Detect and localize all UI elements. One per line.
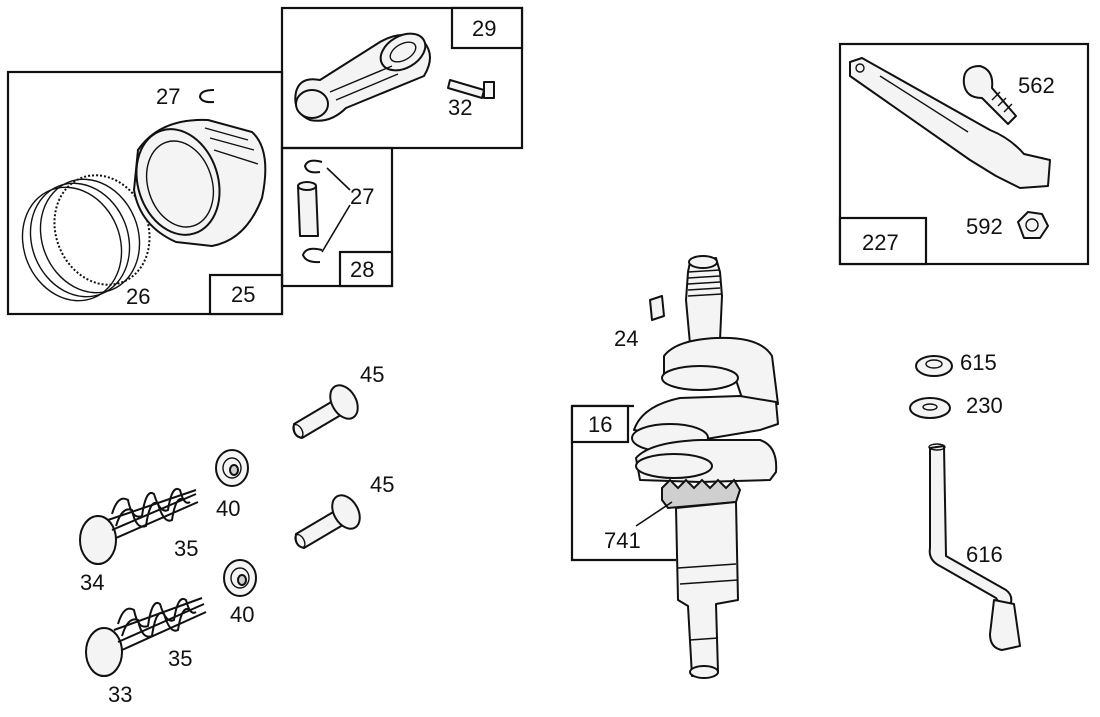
valve-34 bbox=[79, 493, 199, 565]
governor-bolt-562 bbox=[962, 65, 1017, 125]
callout-27-pin: 27 bbox=[350, 184, 374, 209]
callout-616: 616 bbox=[966, 542, 1003, 567]
callout-592: 592 bbox=[966, 214, 1003, 239]
callout-25: 25 bbox=[231, 282, 255, 307]
callout-45-upper: 45 bbox=[360, 362, 384, 387]
governor-arm-group-box: 227 bbox=[838, 42, 1090, 266]
callout-40-upper: 40 bbox=[216, 496, 240, 521]
valve-33 bbox=[85, 603, 207, 677]
callout-27-piston: 27 bbox=[156, 84, 180, 109]
callout-28: 28 bbox=[350, 257, 374, 282]
connecting-rod bbox=[294, 32, 431, 122]
crankshaft-group-box: 16 bbox=[570, 404, 676, 562]
governor-lever bbox=[849, 57, 1051, 189]
callout-741: 741 bbox=[604, 528, 641, 553]
piston-group-box: 25 bbox=[6, 70, 284, 316]
callout-33: 33 bbox=[108, 682, 132, 707]
callout-29: 29 bbox=[472, 16, 496, 41]
key-24 bbox=[649, 295, 665, 321]
leader-27-pin bbox=[321, 167, 351, 253]
pin-clip-bottom bbox=[301, 247, 323, 264]
piston-clip-27 bbox=[198, 89, 215, 104]
pin-clip-top bbox=[303, 159, 323, 174]
callout-34: 34 bbox=[80, 570, 104, 595]
callout-32: 32 bbox=[448, 95, 472, 120]
valve-spring-lower bbox=[113, 597, 203, 638]
callout-227: 227 bbox=[862, 230, 899, 255]
crankshaft bbox=[631, 255, 779, 679]
governor-shaft-616 bbox=[928, 443, 1021, 651]
valve-guide-lower bbox=[294, 494, 361, 549]
washer-615 bbox=[915, 355, 953, 377]
washer-230 bbox=[909, 397, 951, 419]
callout-26: 26 bbox=[126, 284, 150, 309]
callout-40-lower: 40 bbox=[230, 602, 254, 627]
valve-retainer-lower bbox=[223, 559, 257, 597]
valve-retainer-upper bbox=[215, 449, 249, 487]
piston-pin bbox=[297, 181, 319, 237]
callout-562: 562 bbox=[1018, 73, 1055, 98]
callout-35-upper: 35 bbox=[174, 536, 198, 561]
leader-741 bbox=[635, 501, 673, 527]
rod-bolt-32 bbox=[447, 79, 495, 99]
connecting-rod-group-box: 29 bbox=[280, 6, 524, 150]
callout-16: 16 bbox=[588, 412, 612, 437]
callout-45-lower: 45 bbox=[370, 472, 394, 497]
callout-35-lower: 35 bbox=[168, 646, 192, 671]
piston-pin-group-box: 28 bbox=[280, 146, 394, 288]
valve-spring-upper bbox=[107, 488, 197, 528]
callout-230: 230 bbox=[966, 393, 1003, 418]
valve-guide-upper bbox=[292, 384, 359, 439]
callout-24: 24 bbox=[614, 326, 638, 351]
hex-nut-592 bbox=[1017, 211, 1049, 239]
callout-615: 615 bbox=[960, 350, 997, 375]
piston bbox=[133, 118, 267, 247]
